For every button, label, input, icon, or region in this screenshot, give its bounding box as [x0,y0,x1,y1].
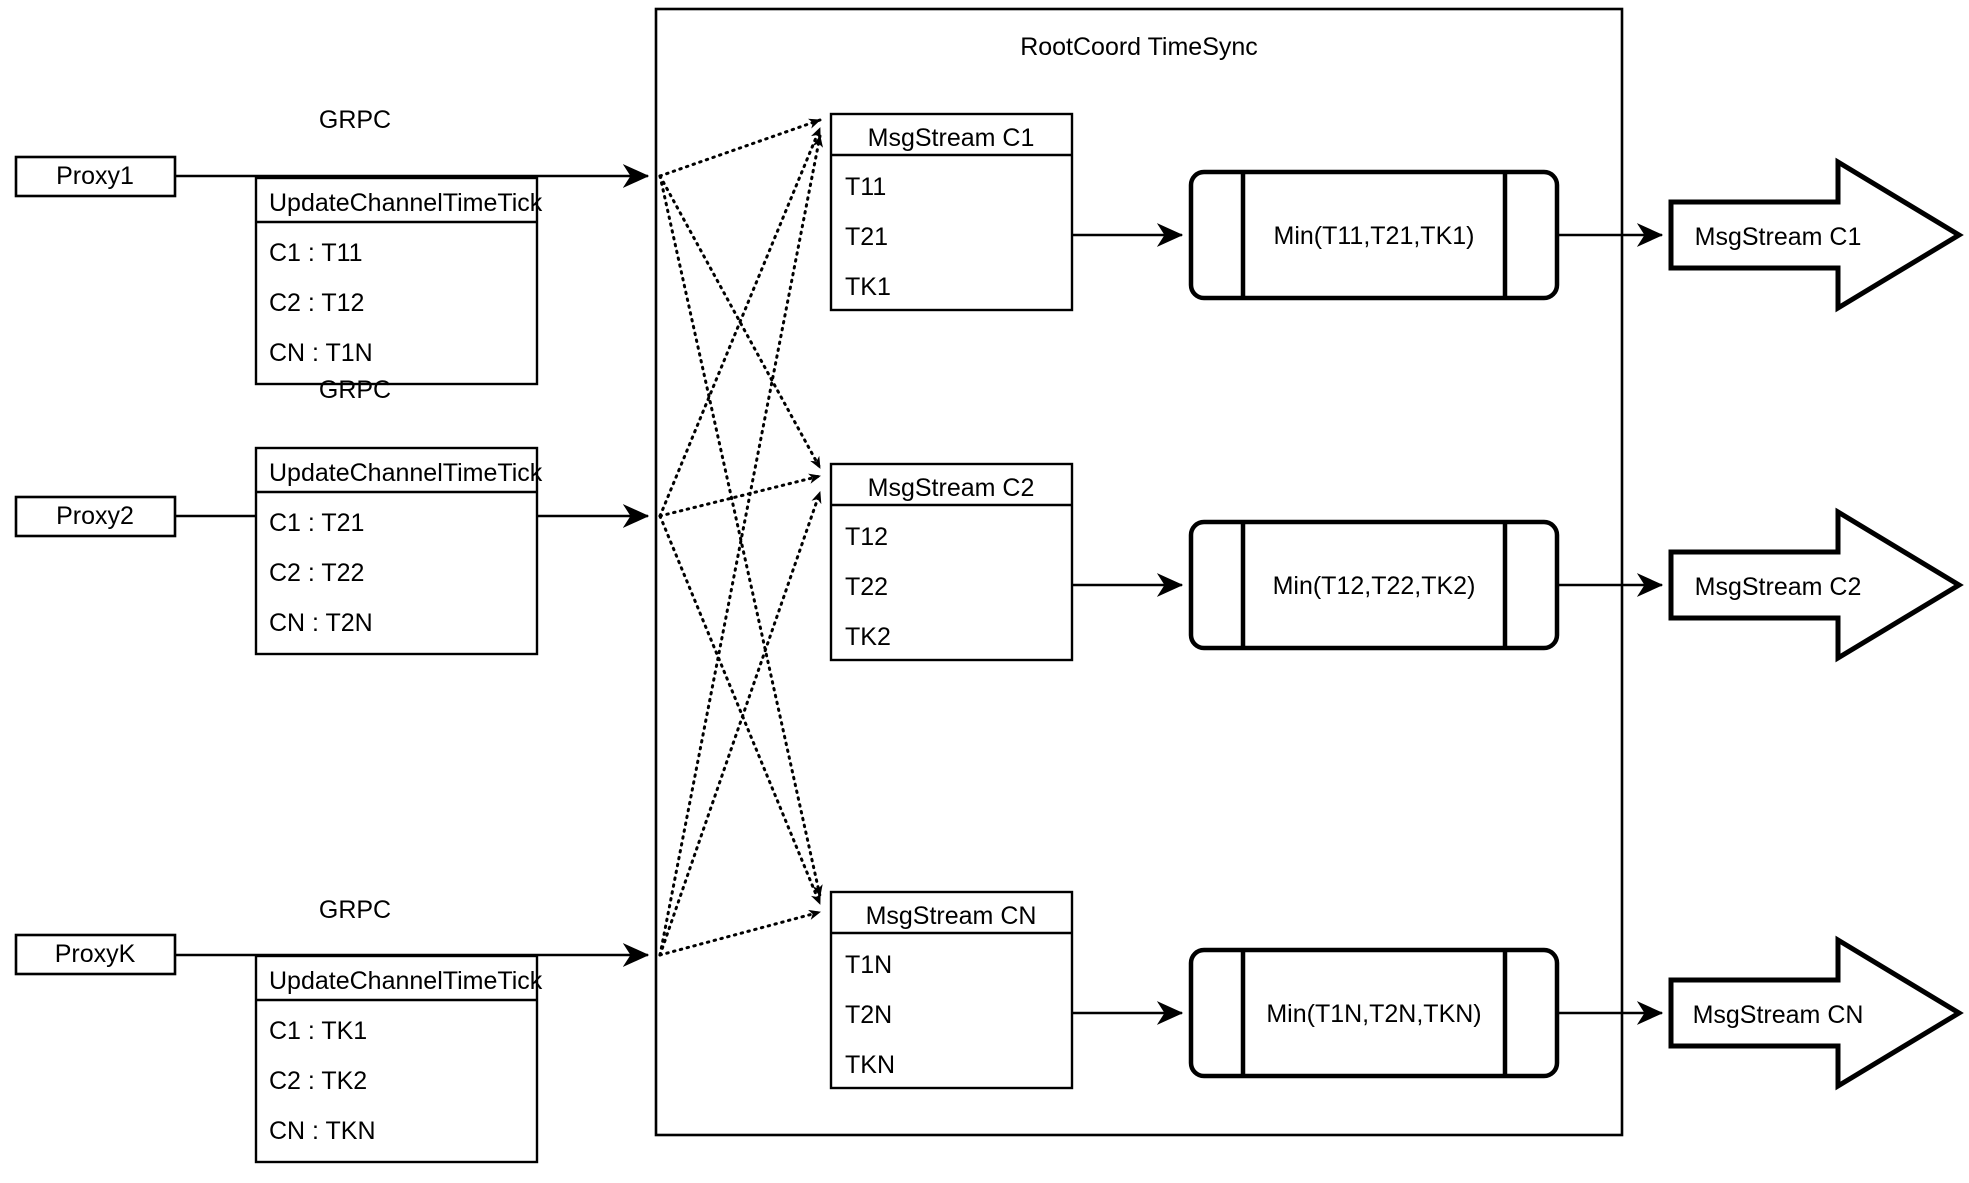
msgstream-box-2 [829,462,1074,662]
request-row-3-1: C2 : TK2 [269,1067,367,1095]
msgstream-row-1-2: TK1 [845,273,891,301]
fanout-p2-c1 [658,126,822,518]
request-row-1-2: CN : T1N [269,339,373,367]
output-label-1: MsgStream C1 [1695,223,1862,251]
diagram-row-1: Proxy1 GRPC UpdateChannelTimeTick C1 : T… [14,106,1964,386]
diagram-row-2: Proxy2 GRPC UpdateChannelTimeTick C1 : T… [14,376,1964,663]
dispatch-fanout-edges [658,118,823,957]
request-row-2-2: CN : T2N [269,609,373,637]
msgstream-box-3 [829,890,1074,1090]
output-arrow-3 [1668,935,1964,1091]
rpc-label-2: GRPC [319,376,391,404]
fanout-pk-c1 [658,134,823,957]
request-row-3-2: CN : TKN [269,1117,376,1145]
msgstream-row-3-2: TKN [845,1051,895,1079]
msgstream-row-1-0: T11 [845,173,886,201]
msgstream-box-1 [829,112,1074,312]
rpc-label-3: GRPC [319,896,391,924]
fanout-pk-cn [658,909,822,957]
msgstream-title-2: MsgStream C2 [868,474,1035,502]
msgstream-row-1-1: T21 [845,223,888,251]
proxy-label-1: Proxy1 [56,162,134,190]
output-arrow-2 [1668,507,1964,663]
request-title-1: UpdateChannelTimeTick [269,189,543,217]
request-row-2-1: C2 : T22 [269,559,364,587]
request-box-3 [254,954,539,1164]
fanout-p1-c2 [658,174,822,470]
output-label-3: MsgStream CN [1693,1001,1864,1029]
fanout-p1-cn [658,174,823,898]
msgstream-row-2-2: TK2 [845,623,891,651]
request-row-1-1: C2 : T12 [269,289,364,317]
proxy-box-3[interactable] [14,933,177,976]
fanout-pk-c2 [658,490,822,957]
request-box-2 [254,446,539,656]
process-label-3: Min(T1N,T2N,TKN) [1266,1000,1481,1028]
msgstream-title-1: MsgStream C1 [868,124,1035,152]
container-title: RootCoord TimeSync [1020,33,1258,61]
msgstream-title-3: MsgStream CN [866,902,1037,930]
output-arrow-1 [1668,157,1964,313]
request-box-1 [254,176,539,386]
process-label-1: Min(T11,T21,TK1) [1274,222,1475,250]
msgstream-row-2-0: T12 [845,523,888,551]
proxy-label-3: ProxyK [55,940,136,968]
proxy-label-2: Proxy2 [56,502,134,530]
fanout-p2-cn [658,514,822,906]
request-title-3: UpdateChannelTimeTick [269,967,543,995]
process-label-2: Min(T12,T22,TK2) [1273,572,1476,600]
fanout-p1-c1 [658,118,822,178]
fanout-p2-c2 [658,473,822,518]
request-row-3-0: C1 : TK1 [269,1017,367,1045]
request-title-2: UpdateChannelTimeTick [269,459,543,487]
msgstream-row-3-1: T2N [845,1001,892,1029]
rootcoord-timesync-container [654,7,1624,1137]
diagram-row-3: ProxyK GRPC UpdateChannelTimeTick C1 : T… [14,890,1964,1164]
msgstream-row-3-0: T1N [845,951,892,979]
proxy-box-1[interactable] [14,155,177,198]
msgstream-row-2-1: T22 [845,573,888,601]
request-row-1-0: C1 : T11 [269,239,363,267]
output-label-2: MsgStream C2 [1695,573,1862,601]
request-row-2-0: C1 : T21 [269,509,364,537]
rpc-label-1: GRPC [319,106,391,134]
